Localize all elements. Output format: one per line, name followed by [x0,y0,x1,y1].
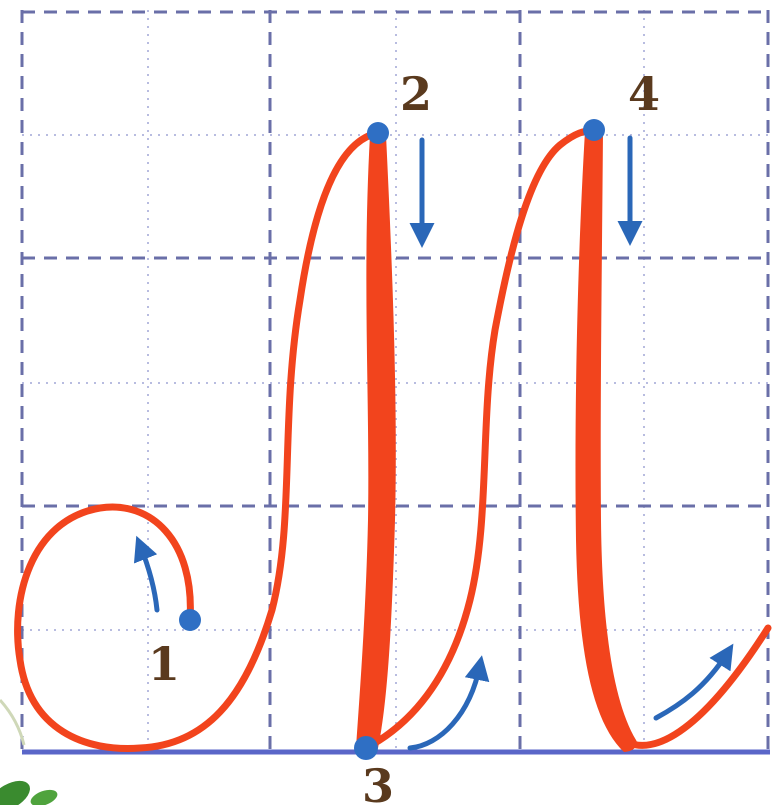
step-label-4: 4 [628,67,660,121]
step-label-1: 1 [148,637,180,691]
arrow-up-right-icon [653,643,734,721]
direction-arrows [133,135,734,751]
point-1 [179,609,201,631]
letter-thick-strokes [356,131,638,752]
major-grid [20,10,770,752]
minor-grid [22,10,770,752]
point-3 [354,736,378,760]
arrow-up-curve-icon [133,535,160,613]
stroke-points [179,119,605,760]
step-label-2: 2 [400,67,432,121]
point-4 [583,119,605,141]
arrow-up-right-icon [407,655,490,751]
point-2 [367,122,389,144]
leaf-decoration [0,698,58,805]
step-label-3: 3 [362,759,394,805]
